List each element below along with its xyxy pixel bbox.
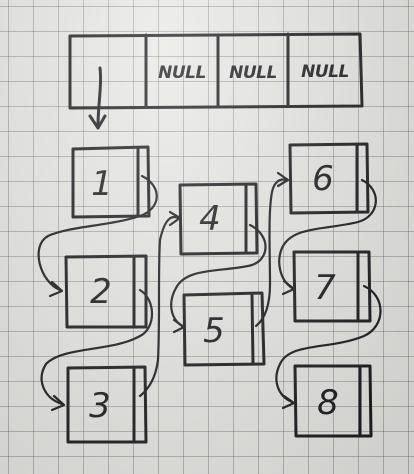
- link-arrow: [275, 284, 382, 410]
- node-box: [66, 365, 148, 444]
- array-slot-label: NULL: [158, 63, 206, 83]
- link-curve: [37, 174, 158, 292]
- node-box: [71, 145, 151, 219]
- node-label: 7: [314, 268, 336, 308]
- link-curve: [254, 178, 288, 328]
- link-curve: [275, 284, 382, 404]
- node-box: [288, 142, 370, 215]
- node-4: 4: [178, 182, 259, 256]
- link-curve: [278, 178, 377, 290]
- link-arrow: [278, 178, 377, 296]
- link-arrow: [254, 171, 290, 328]
- pointer-array: NULL NULL NULL: [68, 32, 364, 110]
- arrow-head: [50, 394, 66, 412]
- node-5: 5: [182, 291, 266, 367]
- link-arrow: [40, 288, 153, 412]
- node-box: [178, 182, 259, 256]
- node-label: 2: [90, 272, 112, 312]
- node-label: 4: [199, 199, 221, 239]
- arrow-shaft: [96, 66, 103, 128]
- link-arrow: [37, 174, 158, 298]
- node-box: [292, 250, 372, 323]
- arrow-head: [276, 171, 290, 188]
- node-box: [64, 254, 148, 329]
- link-arrow: [138, 210, 182, 398]
- arrow-head: [48, 280, 64, 298]
- array-slot-label: NULL: [229, 63, 277, 83]
- node-label: 1: [91, 164, 113, 204]
- node-label: 6: [312, 159, 334, 199]
- link-curve: [170, 223, 267, 328]
- arrow-head: [281, 279, 296, 296]
- head-pointer-arrow: [88, 66, 107, 130]
- array-slot-label: NULL: [301, 62, 349, 82]
- node-label: 3: [89, 386, 111, 426]
- node-1: 1: [71, 145, 151, 219]
- node-7: 7: [292, 250, 372, 323]
- node-box: [293, 364, 373, 438]
- arrow-head: [172, 318, 186, 334]
- node-6: 6: [288, 142, 370, 215]
- node-pointer-divider: [250, 292, 255, 366]
- node-box: [182, 291, 266, 367]
- link-curve: [138, 215, 180, 398]
- node-2: 2: [64, 254, 148, 329]
- link-curve: [40, 288, 153, 406]
- arrow-head: [88, 114, 107, 130]
- arrow-head: [168, 210, 182, 227]
- arrow-head: [281, 394, 296, 410]
- array-outline: [68, 32, 364, 110]
- link-arrow: [170, 223, 267, 334]
- node-3: 3: [66, 365, 148, 444]
- node-label: 5: [203, 311, 225, 351]
- node-8: 8: [293, 364, 373, 438]
- node-label: 8: [317, 383, 339, 423]
